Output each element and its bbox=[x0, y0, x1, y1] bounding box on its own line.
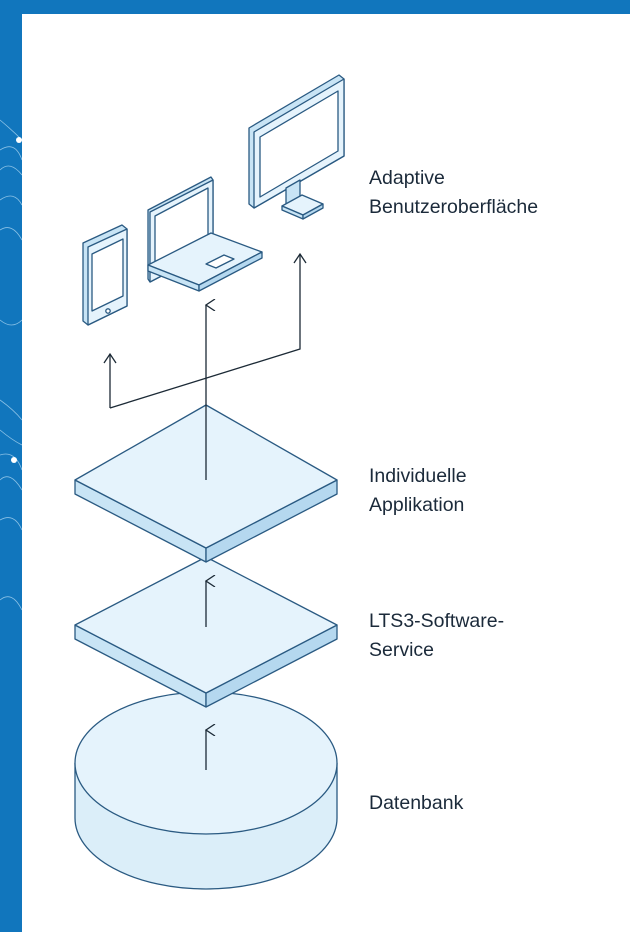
label-individual-application-line1: Individuelle bbox=[369, 465, 467, 487]
label-individual-application: Individuelle Applikation bbox=[369, 462, 619, 520]
label-software-service-line2: Service bbox=[369, 639, 435, 661]
database-cylinder-icon bbox=[74, 691, 338, 890]
label-adaptive-ui-line2: Benutzeroberfläche bbox=[369, 196, 539, 218]
monitor-icon bbox=[248, 74, 345, 220]
tablet-arrowhead bbox=[103, 352, 117, 364]
label-software-service: LTS3-Software- Service bbox=[369, 607, 619, 665]
tablet-icon bbox=[82, 224, 128, 326]
label-database: Datenbank bbox=[369, 789, 619, 818]
service-layer-slab bbox=[74, 556, 338, 708]
laptop-icon bbox=[147, 176, 263, 292]
monitor-arrowhead bbox=[293, 252, 307, 264]
upward-arrows bbox=[103, 252, 307, 770]
label-individual-application-line2: Applikation bbox=[369, 494, 465, 516]
label-adaptive-ui-line1: Adaptive bbox=[369, 167, 445, 189]
label-database-line1: Datenbank bbox=[369, 792, 464, 814]
branch-line bbox=[109, 254, 301, 409]
label-adaptive-ui: Adaptive Benutzeroberfläche bbox=[369, 164, 619, 222]
label-software-service-line1: LTS3-Software- bbox=[369, 610, 505, 632]
